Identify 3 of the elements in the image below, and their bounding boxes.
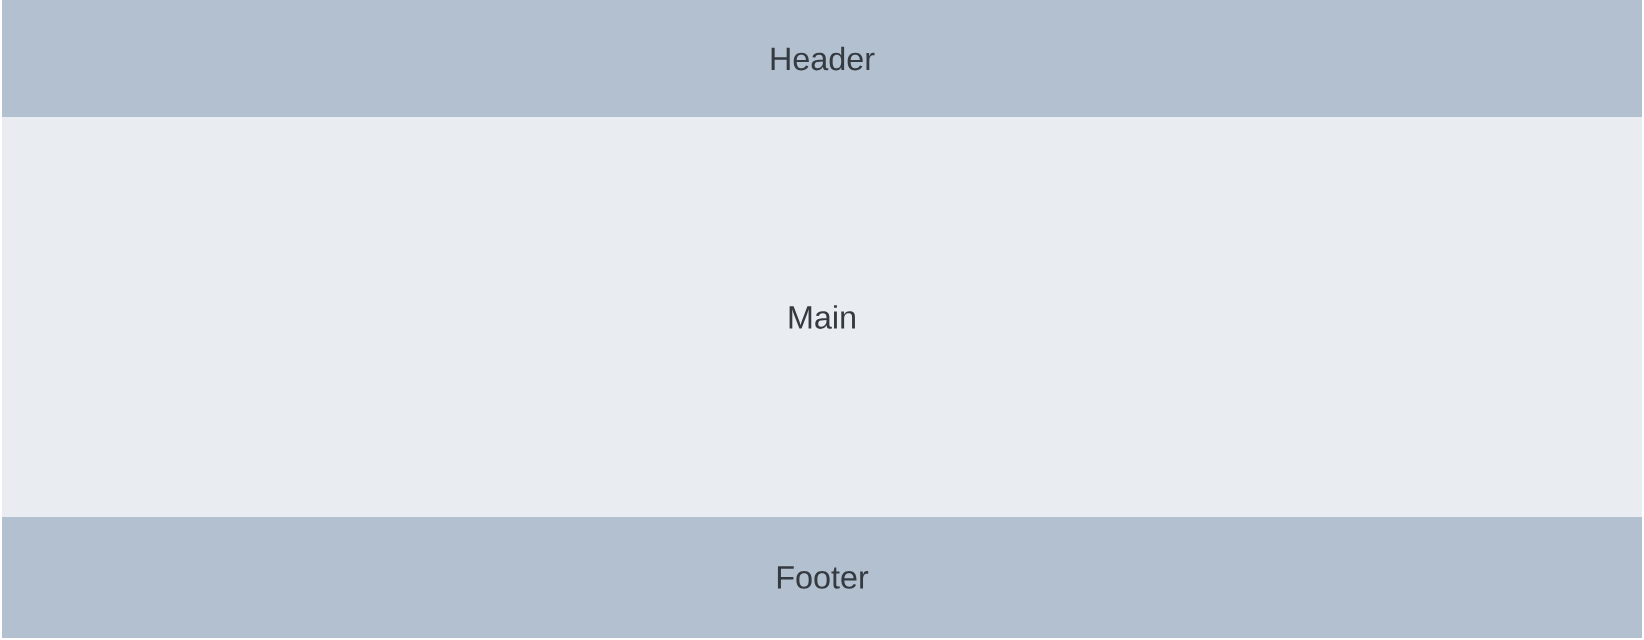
top-band: Header: [2, 0, 1642, 117]
bottom-band: Footer: [2, 517, 1642, 638]
content-area: Main: [2, 117, 1642, 517]
